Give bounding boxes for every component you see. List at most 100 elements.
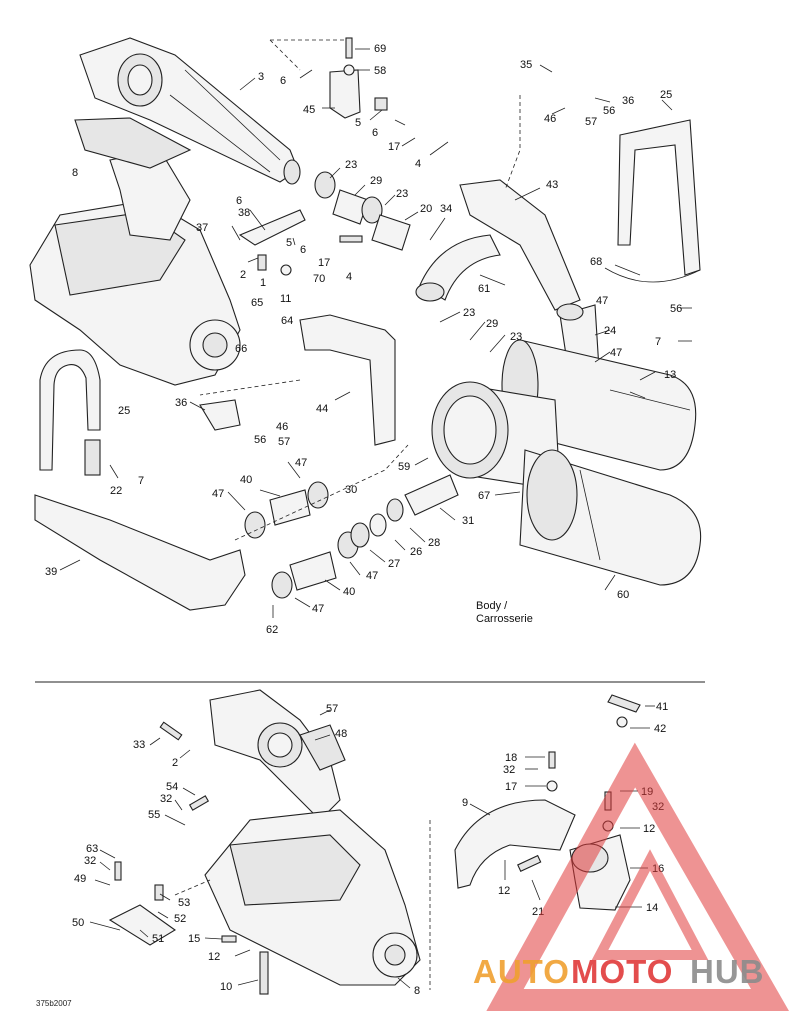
callout-label: 69 — [374, 43, 386, 55]
exhaust-manifold-part — [79, 37, 301, 185]
top-exploded-view — [29, 37, 702, 618]
crossover-pipe-39-part — [34, 494, 246, 611]
callout-label: 68 — [590, 256, 602, 268]
callout-label: 41 — [656, 701, 668, 713]
top-leader-lines — [59, 48, 692, 618]
callout-label: 47 — [610, 347, 622, 359]
callout-label: 57 — [278, 436, 290, 448]
callout-label: 28 — [428, 537, 440, 549]
callout-label: 43 — [546, 179, 558, 191]
callout-label: 65 — [251, 297, 263, 309]
callout-label: 46 — [544, 113, 556, 125]
callout-label: 20 — [420, 203, 432, 215]
callout-label: 23 — [510, 331, 522, 343]
watermark-logo-triangle — [486, 742, 790, 1011]
top-callout-labels: 69 58 3 6 45 5 6 17 4 35 36 56 46 57 25 … — [45, 43, 682, 636]
callout-label: 11 — [280, 293, 291, 305]
callout-label: 51 — [152, 933, 164, 945]
ring-26-part — [369, 513, 387, 537]
watermark-text-auto: AUTO — [473, 953, 570, 990]
sleeve-clamp-group-upper — [314, 171, 411, 251]
callout-label: 58 — [374, 65, 386, 77]
callout-label: 7 — [138, 475, 144, 487]
callout-label: 6 — [280, 75, 286, 87]
callout-label: 14 — [646, 902, 658, 914]
leader-68 — [604, 267, 701, 283]
callout-label: 33 — [133, 739, 145, 751]
callout-label: 22 — [110, 485, 122, 497]
canister-59-part — [431, 381, 561, 491]
callout-label: 15 — [188, 933, 200, 945]
dashed-connector-1 — [504, 95, 521, 191]
callout-label: 32 — [503, 764, 515, 776]
bracket-36-part — [199, 399, 241, 431]
nut-42-part — [616, 716, 628, 728]
body-note-line1: Body / — [476, 600, 508, 612]
callout-label: 44 — [316, 403, 328, 415]
callout-label: 23 — [396, 188, 408, 200]
callout-label: 38 — [238, 207, 250, 219]
body-note: Body / Carrosserie — [476, 600, 533, 625]
plate-51-part — [108, 904, 177, 946]
callout-label: 2 — [240, 269, 246, 281]
callout-label: 50 — [72, 917, 84, 929]
elbow-pipe-34-part — [419, 234, 501, 301]
callout-label: 24 — [604, 325, 616, 337]
callout-label: 49 — [74, 873, 86, 885]
spacer-53-part — [154, 884, 164, 901]
callout-label: 30 — [345, 484, 357, 496]
callout-label: 6 — [236, 195, 242, 207]
ring-28-part — [386, 498, 404, 522]
stud-10-part — [259, 951, 269, 995]
watermark-text-moto: MOTO — [571, 953, 673, 990]
callout-label: 47 — [212, 488, 224, 500]
callout-label: 37 — [196, 222, 208, 234]
callout-label: 12 — [498, 885, 510, 897]
callout-label: 53 — [178, 897, 190, 909]
bracket-38-part — [238, 209, 306, 246]
clamp-61-part — [415, 282, 445, 302]
callout-label: 17 — [318, 257, 330, 269]
body-note-line2: Carrosserie — [476, 613, 533, 625]
callout-label: 35 — [520, 59, 532, 71]
bracket-9-part — [454, 799, 576, 889]
clamp-47-upper — [556, 303, 584, 321]
automotohub-watermark: AUTO MOTO HUB — [473, 742, 790, 1011]
callout-label: 40 — [343, 586, 355, 598]
callout-label: 5 — [286, 237, 292, 249]
callout-label: 34 — [440, 203, 452, 215]
callout-label: 26 — [410, 546, 422, 558]
tailpipe-44-part — [299, 314, 396, 446]
strap-25-upper-part — [617, 119, 701, 276]
ring-27-part — [350, 522, 370, 548]
callout-label: 4 — [415, 158, 421, 170]
callout-label: 64 — [281, 315, 293, 327]
callout-label: 29 — [486, 318, 498, 330]
callout-label: 32 — [84, 855, 96, 867]
bracket-45-part — [329, 69, 361, 119]
callout-label: 12 — [643, 823, 655, 835]
callout-label: 40 — [240, 474, 252, 486]
bolt-63-part — [114, 861, 122, 881]
callout-label: 56 — [670, 303, 682, 315]
callout-label: 46 — [276, 421, 288, 433]
muffler-60-part — [519, 449, 702, 586]
callout-label: 10 — [220, 981, 232, 993]
bolt-69-part — [345, 37, 353, 59]
callout-label: 61 — [478, 283, 490, 295]
stud-1-part — [257, 254, 267, 271]
callout-label: 47 — [295, 457, 307, 469]
bolt-4-part — [339, 235, 363, 243]
callout-label: 63 — [86, 843, 98, 855]
callout-label: 57 — [326, 703, 338, 715]
callout-label: 56 — [254, 434, 266, 446]
callout-label: 8 — [414, 985, 420, 997]
engine-block-part — [29, 117, 241, 386]
callout-label: 36 — [622, 95, 634, 107]
callout-label: 32 — [160, 793, 172, 805]
bolt-18-part — [548, 751, 556, 769]
callout-label: 18 — [505, 752, 517, 764]
callout-label: 1 — [260, 277, 266, 289]
bolt-33-part — [159, 721, 183, 741]
pipe-31-part — [404, 474, 459, 516]
